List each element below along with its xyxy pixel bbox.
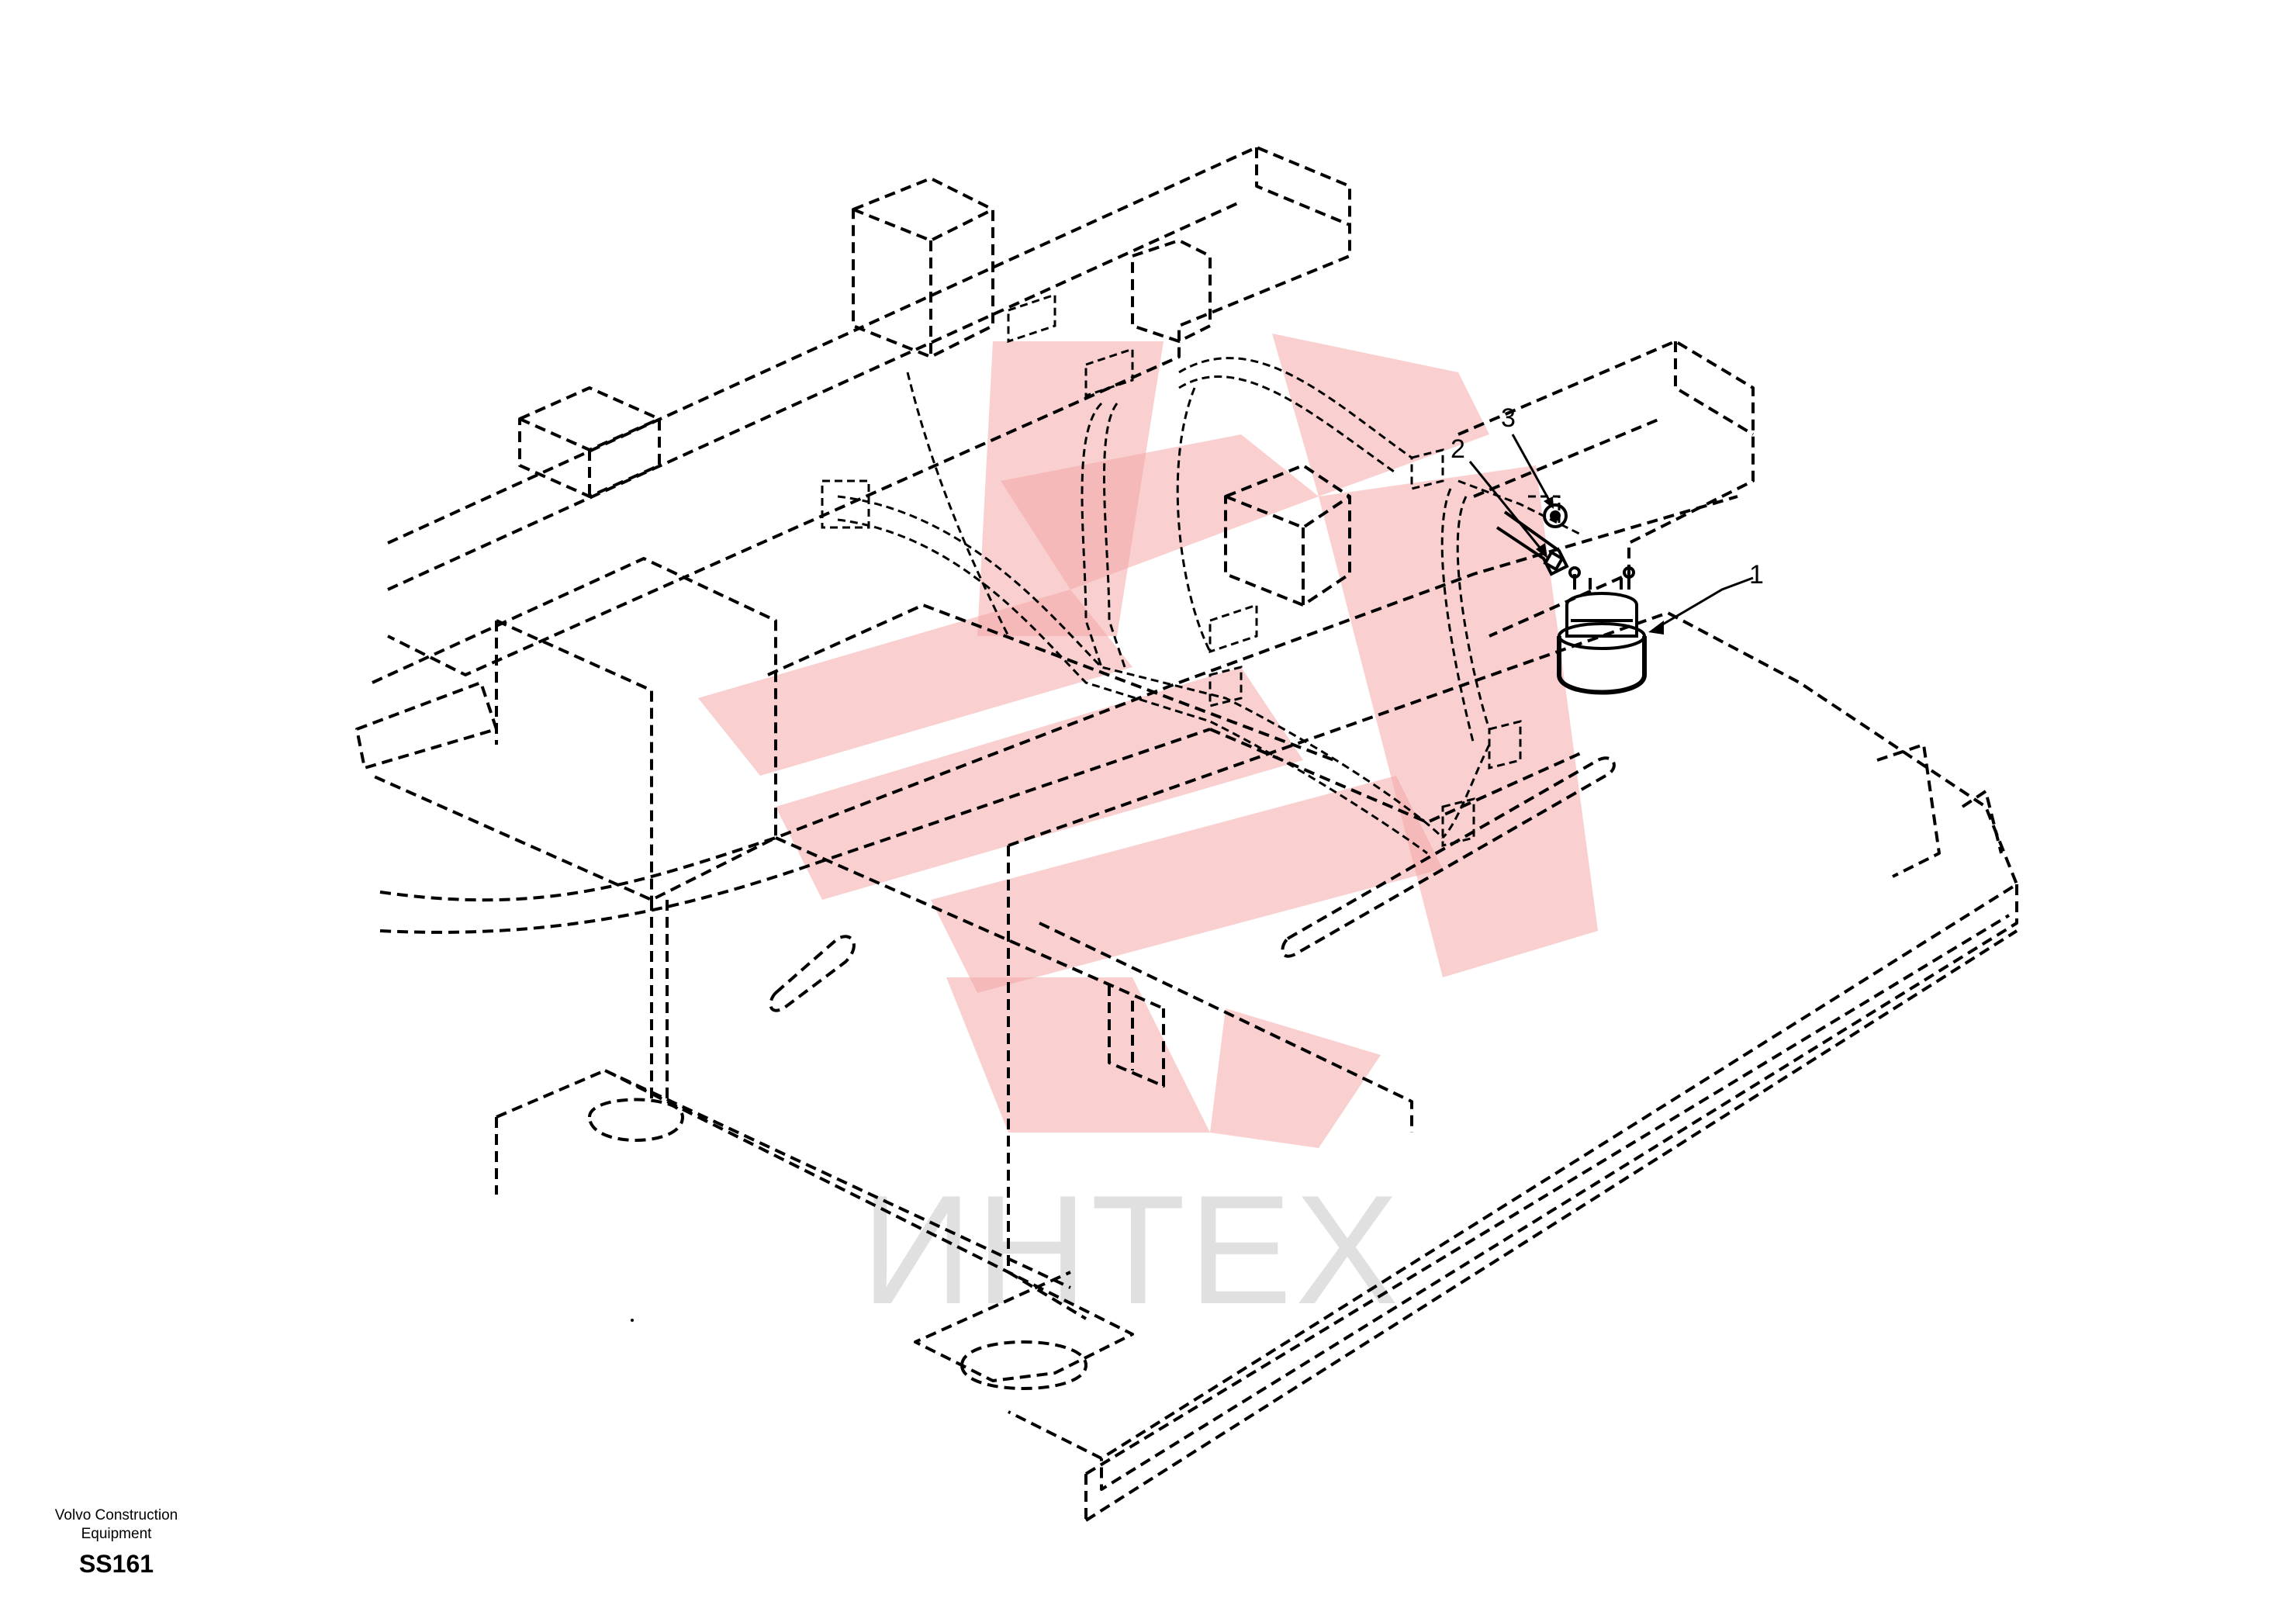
callout-label-2: 2 — [1451, 434, 1465, 464]
upper-frame — [355, 146, 1755, 934]
callout-labels: 1 2 3 — [1451, 403, 1764, 590]
stray-mark — [631, 1319, 634, 1322]
callout-label-3: 3 — [1501, 403, 1516, 433]
page-code: SS161 — [78, 1550, 154, 1578]
leader-line-1 — [1655, 576, 1754, 630]
callout-leaders — [1468, 434, 1754, 635]
watermark-logo — [698, 334, 1598, 1148]
arrowhead-3 — [1544, 496, 1554, 509]
callout-label-1: 1 — [1749, 560, 1764, 590]
manufacturer-line-1: Volvo Construction — [54, 1507, 178, 1523]
watermark: ИНТЕХ — [698, 334, 1598, 1337]
solenoid-relay — [1557, 566, 1647, 695]
nut — [1528, 495, 1568, 528]
footer: Volvo Construction Equipment SS161 — [31, 1506, 202, 1579]
manufacturer-line-2: Equipment — [81, 1526, 152, 1542]
cable-harness — [821, 292, 1583, 855]
cable-lug — [1496, 510, 1569, 576]
lower-plate — [495, 611, 2018, 1522]
arrowhead-2 — [1536, 543, 1547, 559]
watermark-text: ИНТЕХ — [861, 1164, 1402, 1337]
leader-line-3 — [1511, 434, 1553, 505]
arrowhead-1 — [1648, 621, 1664, 635]
leader-line-2 — [1468, 461, 1545, 553]
